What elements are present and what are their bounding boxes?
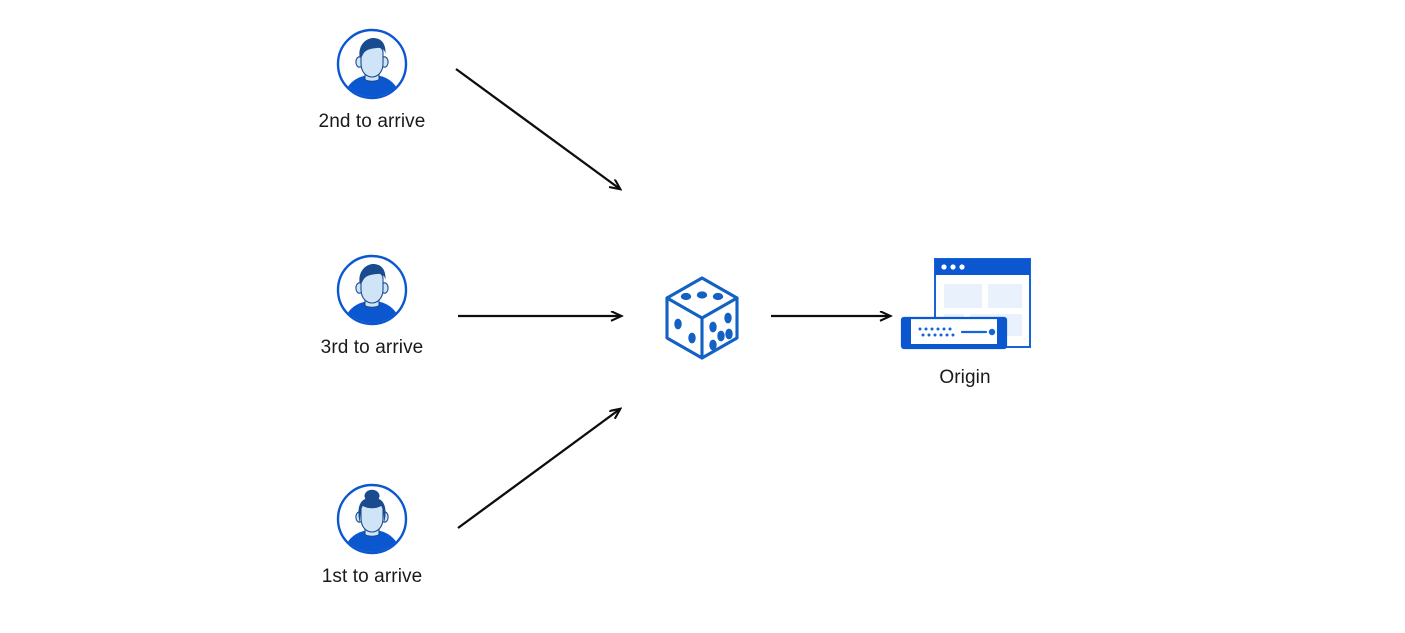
node-label: 1st to arrive [321, 566, 423, 587]
dice-icon [661, 272, 743, 360]
origin-server-icon [900, 256, 1031, 356]
node-randomizer[interactable] [661, 272, 743, 360]
server-appliance-icon [900, 316, 1008, 350]
arrow-2nd-to-dice [455, 68, 620, 189]
arrow-1st-to-dice [457, 409, 620, 529]
node-client-2nd[interactable]: 2nd to arrive [302, 28, 442, 133]
user-avatar-icon [336, 483, 408, 555]
node-origin[interactable]: Origin [899, 256, 1031, 389]
node-client-1st[interactable]: 1st to arrive [302, 483, 442, 588]
user-avatar-icon [336, 28, 408, 100]
node-label: 3rd to arrive [320, 337, 424, 358]
node-label: Origin [939, 367, 991, 388]
user-avatar-icon [336, 254, 408, 326]
node-client-3rd[interactable]: 3rd to arrive [302, 254, 442, 359]
node-label: 2nd to arrive [318, 111, 426, 132]
